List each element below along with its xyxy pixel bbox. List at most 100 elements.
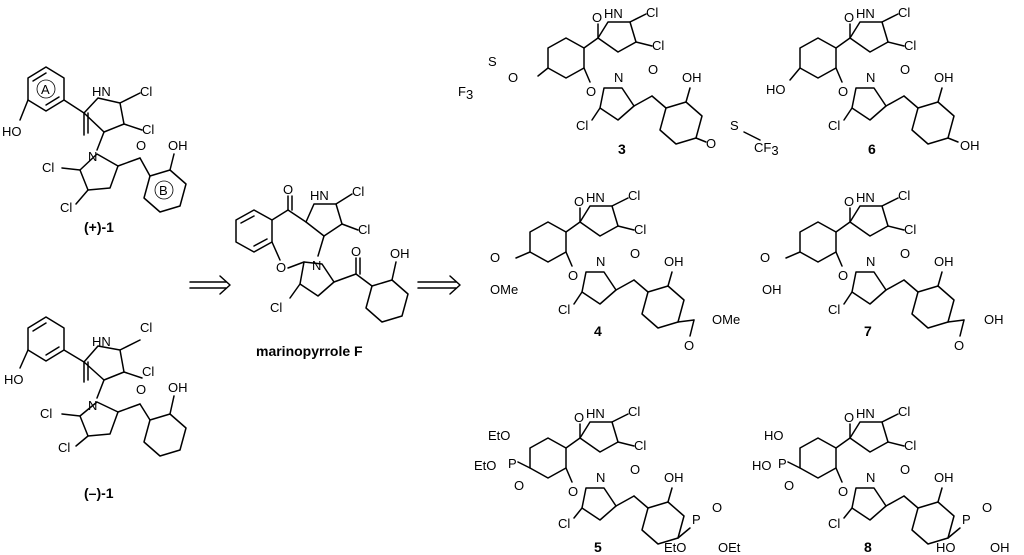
n-atom: N [312,258,321,273]
compound-plus-1: A HO HN Cl Cl N Cl Cl O B OH (+)-1 [2,66,188,235]
o-atom: O [283,182,293,197]
o-atom: O [838,268,848,283]
o-atom: O [568,484,578,499]
ring-b-marker [154,180,174,200]
o-atom: O [712,500,722,515]
n-atom: N [866,470,875,485]
cl-atom: Cl [270,300,282,315]
oh-group: OH [664,470,684,485]
o-atom: O [982,500,992,515]
cl-atom: Cl [898,188,910,203]
cl-atom: Cl [58,440,70,455]
cl-atom: Cl [646,5,658,20]
o-atom: O [706,136,716,151]
ring-b-label: B [159,183,168,198]
o-atom: O [586,84,596,99]
compound-7: O HN Cl Cl O N Cl O OH O OH O OH 7 [760,188,1004,353]
p-atom: P [962,512,971,527]
o-atom: O [684,338,694,353]
cl-atom: Cl [898,5,910,20]
cl-atom: Cl [352,184,364,199]
cl-atom: Cl [828,118,840,133]
compound-marinopyrrole-f: O HN Cl Cl O N Cl O OH marinopyrrole F [235,182,410,359]
label-minus-1: (–)-1 [84,485,114,501]
hn-atom: HN [604,6,623,21]
hn-atom: HN [856,190,875,205]
oh-group: OH [990,540,1010,555]
o-atom: O [490,250,500,265]
hn-atom: HN [856,406,875,421]
cl-atom: Cl [904,438,916,453]
cl-atom: Cl [628,188,640,203]
o-atom: O [900,462,910,477]
oh-group: OH [960,138,980,153]
oh-group: OH [762,282,782,297]
hn-atom: HN [310,188,329,203]
cl-atom: Cl [558,302,570,317]
hn-atom: HN [92,334,111,349]
o-atom: O [514,478,524,493]
o-atom: O [136,382,146,397]
o-atom: O [630,462,640,477]
n-atom: N [596,254,605,269]
ho-group: HO [764,428,784,443]
compound-minus-1: HO HN Cl Cl N Cl Cl O OH (–)-1 [4,316,188,501]
oh-group: OH [664,254,684,269]
compound-5: O HN Cl Cl O N Cl O OH P O EtO OEt P O E… [474,404,741,555]
label-plus-1: (+)-1 [84,219,114,235]
o-atom: O [568,268,578,283]
cl-atom: Cl [898,404,910,419]
oh-group: OH [682,70,702,85]
cl-atom: Cl [904,222,916,237]
ome-group: OMe [490,282,518,297]
compound-3: O HN Cl Cl O N Cl O OH O S CF3 O S F3 3 [458,5,779,158]
cl-atom: Cl [40,406,52,421]
ho-group: HO [936,540,956,555]
oh-group: OH [168,138,188,153]
o-atom: O [574,410,584,425]
s-atom: S [488,54,497,69]
cl-atom: Cl [60,200,72,215]
cl-atom: Cl [142,364,154,379]
oh-group: OH [390,246,410,261]
hn-atom: HN [92,84,111,99]
ring-a-label: A [41,82,50,97]
o-atom: O [276,260,286,275]
compound-8: O HN Cl Cl O N Cl O OH P O HO OH P O HO … [752,404,1010,555]
p-atom: P [508,456,517,471]
ome-group: OMe [712,312,740,327]
ho-group: HO [752,458,772,473]
o-atom: O [574,194,584,209]
f3c-group: F3 [458,84,473,102]
o-atom: O [844,10,854,25]
ho-group: HO [2,124,22,139]
label-marinopyrrole-f: marinopyrrole F [256,343,363,359]
label-compound-5: 5 [594,539,602,555]
ho-group: HO [4,372,24,387]
n-atom: N [866,70,875,85]
oh-group: OH [934,470,954,485]
label-compound-7: 7 [864,323,872,339]
ho-group: HO [766,82,786,97]
o-atom: O [136,138,146,153]
o-atom: O [592,10,602,25]
cl-atom: Cl [628,404,640,419]
o-atom: O [844,194,854,209]
o-atom: O [760,250,770,265]
compound-6: O HN Cl Cl O N Cl O OH OH HO 6 [766,5,980,157]
o-atom: O [838,84,848,99]
o-atom: O [351,244,361,259]
eto-group: EtO [664,540,686,555]
eto-group: EtO [474,458,496,473]
cl-atom: Cl [42,160,54,175]
s-atom: S [730,118,739,133]
n-atom: N [866,254,875,269]
oet-group: OEt [718,540,741,555]
n-atom: N [596,470,605,485]
n-atom: N [88,149,97,164]
cl-atom: Cl [140,320,152,335]
oh-group: OH [168,380,188,395]
cl-atom: Cl [828,516,840,531]
o-atom: O [784,478,794,493]
